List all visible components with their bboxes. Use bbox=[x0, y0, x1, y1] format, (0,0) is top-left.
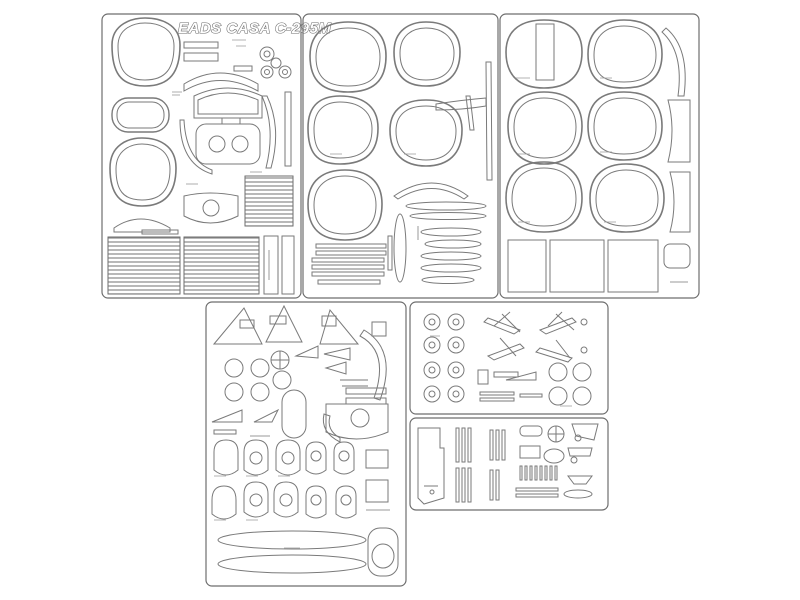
strip-set bbox=[311, 243, 387, 285]
window-frame-1 bbox=[111, 17, 181, 87]
arc-part bbox=[183, 72, 259, 92]
disc-part bbox=[572, 386, 592, 406]
strip-part bbox=[183, 52, 219, 62]
fin-part bbox=[212, 307, 263, 345]
window-frame-5 bbox=[393, 21, 461, 87]
oval-set bbox=[405, 201, 487, 284]
door-panel bbox=[417, 427, 445, 505]
curved-part bbox=[669, 171, 691, 233]
window-frame-13 bbox=[505, 161, 583, 233]
disc-part bbox=[572, 362, 592, 382]
sheet-6 bbox=[409, 417, 609, 511]
grille-panel bbox=[107, 236, 181, 295]
pin-row bbox=[519, 465, 558, 481]
sheet-2 bbox=[302, 13, 499, 299]
sheet-5 bbox=[409, 301, 609, 415]
rect-panel bbox=[607, 239, 659, 293]
strip-part bbox=[141, 229, 179, 235]
cup-part bbox=[367, 527, 399, 577]
sheet-4 bbox=[205, 301, 407, 587]
window-frame-2 bbox=[111, 97, 170, 133]
shield-plate bbox=[322, 403, 389, 443]
curved-part bbox=[179, 119, 213, 175]
window-frame-11 bbox=[507, 91, 583, 165]
tall-oval bbox=[281, 389, 307, 439]
fin-part bbox=[319, 308, 360, 345]
fin-part bbox=[324, 361, 347, 375]
vertical-oval bbox=[393, 213, 407, 283]
sheet-3 bbox=[499, 13, 700, 299]
instrument-panel bbox=[193, 87, 263, 165]
wheel-set bbox=[259, 46, 292, 79]
rod-set bbox=[455, 427, 506, 503]
gear-struts bbox=[483, 311, 588, 363]
curved-part bbox=[261, 95, 277, 169]
window-frame-4 bbox=[309, 21, 387, 93]
strip-part bbox=[183, 41, 219, 49]
curved-part bbox=[284, 91, 292, 167]
shield-plate bbox=[183, 192, 239, 224]
grille-panel bbox=[183, 236, 260, 295]
curved-part bbox=[359, 329, 387, 401]
fin-part bbox=[323, 347, 351, 361]
fin-part bbox=[294, 345, 319, 359]
rect-panel bbox=[507, 239, 547, 293]
window-frame-14 bbox=[589, 163, 665, 233]
long-lens bbox=[217, 554, 367, 574]
window-frame-8 bbox=[307, 169, 383, 241]
mask-grid bbox=[211, 439, 357, 520]
long-lens bbox=[217, 530, 367, 550]
arc-part bbox=[393, 182, 469, 200]
disc-part bbox=[548, 362, 568, 382]
spar-part bbox=[435, 61, 493, 181]
window-frame-10 bbox=[587, 19, 663, 89]
window-frame-6 bbox=[307, 95, 379, 165]
vertical-plate bbox=[281, 235, 295, 295]
window-frame-7 bbox=[389, 99, 463, 167]
arc-part bbox=[113, 218, 171, 233]
window-frame-3 bbox=[109, 137, 177, 207]
part-number-marks bbox=[214, 39, 616, 549]
grille-panel bbox=[244, 175, 294, 227]
strip-part bbox=[233, 65, 253, 72]
window-frame-9 bbox=[505, 19, 583, 89]
vertical-plate bbox=[263, 235, 279, 295]
disc-part bbox=[548, 386, 568, 406]
window-frame-12 bbox=[587, 91, 663, 161]
sheet-title: EADS CASA C-295M bbox=[178, 20, 331, 37]
curved-part bbox=[667, 99, 691, 163]
rect-panel bbox=[663, 243, 691, 269]
curved-part bbox=[661, 27, 686, 97]
round-parts bbox=[224, 350, 292, 402]
rect-panel bbox=[549, 239, 605, 293]
sheet-1: EADS CASA C-295M bbox=[101, 13, 331, 299]
wheel-grid bbox=[423, 313, 465, 403]
